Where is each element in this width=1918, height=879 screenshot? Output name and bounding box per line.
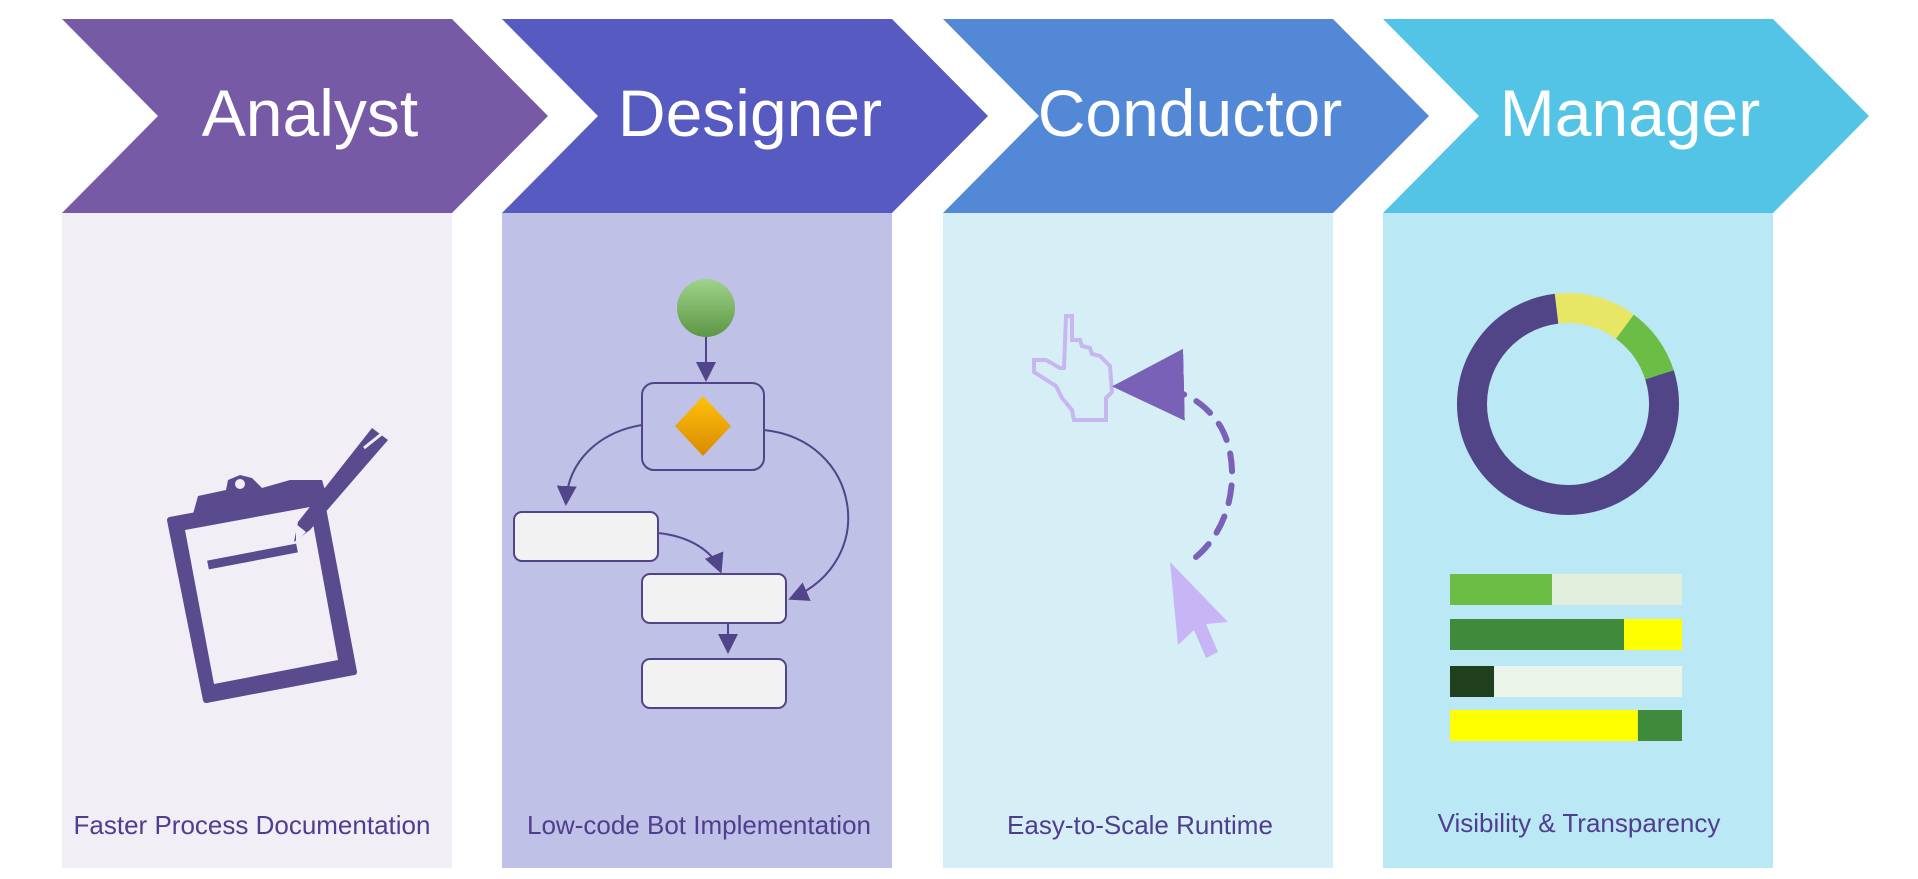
conductor-chevron [943, 19, 1429, 213]
flowchart-icon [513, 279, 850, 709]
donut-segment [1615, 314, 1674, 380]
donut-chart [1457, 293, 1679, 515]
progress-bar-fill [1450, 710, 1638, 741]
designer-title: Designer [618, 76, 882, 150]
conductor-caption: Easy-to-Scale Runtime [1007, 810, 1273, 840]
manager-chevron [1383, 19, 1869, 213]
progress-bar-rest [1494, 666, 1682, 697]
analyst-caption: Faster Process Documentation [73, 810, 431, 840]
analyst-chevron [62, 19, 548, 213]
manager-title: Manager [1500, 76, 1761, 150]
designer-chevron [502, 19, 988, 213]
progress-bar-fill [1450, 574, 1553, 605]
progress-bar-fill [1450, 666, 1495, 697]
conductor-title: Conductor [1038, 76, 1343, 150]
clipboard-pen-icon [167, 428, 388, 703]
dashboard-donut-bars-icon [1450, 293, 1682, 741]
progress-bars [1450, 574, 1682, 741]
designer-caption: Low-code Bot Implementation [527, 810, 871, 840]
conductor-panel [943, 213, 1333, 868]
progress-bar-rest [1624, 619, 1682, 650]
analyst-title: Analyst [202, 76, 418, 150]
donut-segment [1457, 293, 1679, 515]
manager-caption: Visibility & Transparency [1437, 808, 1721, 838]
donut-segment [1554, 293, 1634, 340]
progress-bar-fill [1450, 619, 1624, 650]
cursor-pointer-icon [1032, 314, 1235, 658]
progress-bar-rest [1552, 574, 1682, 605]
progress-bar-rest [1637, 710, 1682, 741]
